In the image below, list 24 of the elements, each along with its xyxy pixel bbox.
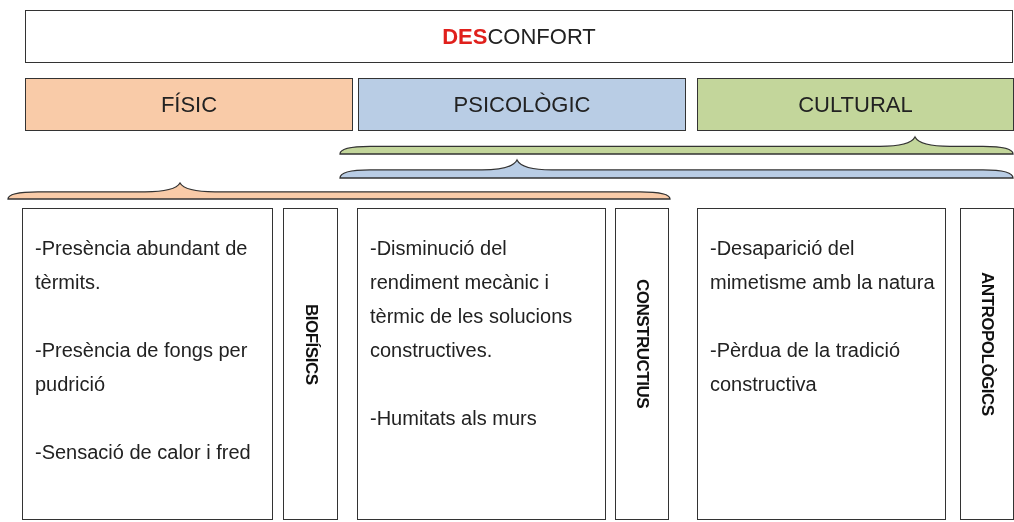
category-box [25, 78, 353, 131]
description-text: -Presència abundant de tèrmits. [35, 236, 249, 295]
vertical-label-box [615, 208, 669, 520]
description-text: -Humitats als murs [370, 406, 538, 431]
subcategory-label: CONSTRUCTIUS [632, 279, 652, 409]
vertical-label-box [960, 208, 1014, 520]
description-text: -Disminució del rendiment mecànic i tèrmic de les solucions constructives. [370, 236, 574, 363]
heading-text: CULTURAL [798, 91, 913, 118]
description-text: -Desaparició del mimetisme amb la natura [710, 236, 936, 295]
subcategory-label: ANTROPOLÒGICS [977, 272, 997, 416]
heading-text: FÍSIC [160, 91, 218, 118]
subcategory-label: BIOFÍSICS [300, 303, 321, 385]
text-box [697, 208, 946, 520]
heading-text: PSICOLÒGIC [453, 91, 591, 118]
vertical-label-box [283, 208, 338, 520]
title-box [25, 10, 1013, 63]
text-box [22, 208, 273, 520]
category-box [697, 78, 1014, 131]
category-box [358, 78, 686, 131]
text-box [357, 208, 606, 520]
description-text: -Sensació de calor i fred [35, 440, 252, 465]
description-text: -Pèrdua de la tradició constructiva [710, 338, 902, 397]
description-text: -Presència de fongs per pudrició [35, 338, 249, 397]
heading-text: DESCONFORT [442, 23, 596, 50]
